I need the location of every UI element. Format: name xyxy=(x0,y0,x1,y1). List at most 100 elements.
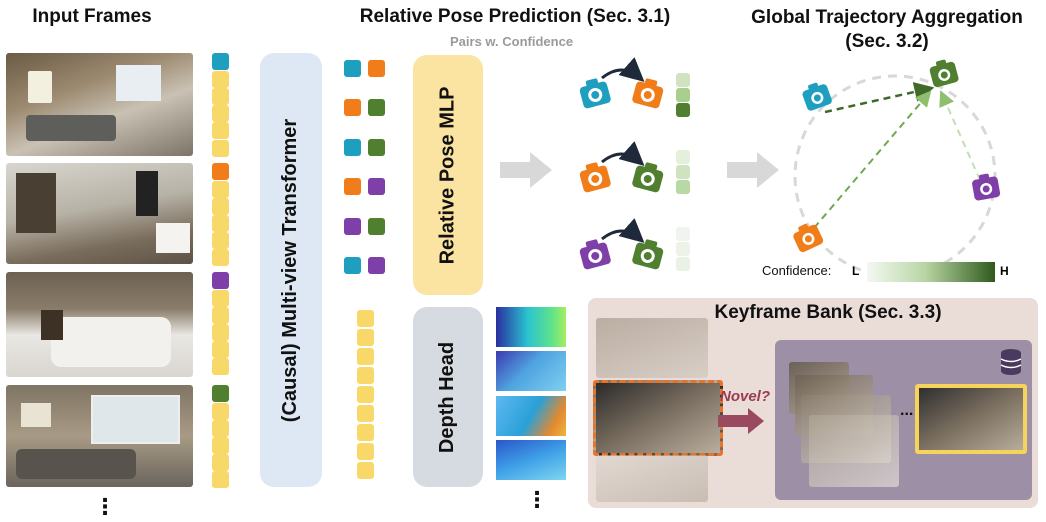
global-trajectory-title-line2: (Sec. 3.2) xyxy=(845,31,929,52)
camera-teal-icon xyxy=(577,75,612,110)
input-frame-3 xyxy=(6,272,193,377)
relation-arrow-icon xyxy=(601,57,645,82)
token xyxy=(212,122,229,139)
pair-token-purple xyxy=(368,178,385,195)
token xyxy=(212,249,229,266)
more-depth-ellipsis: ⋮ xyxy=(526,487,548,512)
novel-label: Novel? xyxy=(720,388,771,405)
global-trajectory-title-line1: Global Trajectory Aggregation xyxy=(751,7,1023,28)
depth-head-label: Depth Head xyxy=(436,341,459,453)
purple-green-edge xyxy=(939,90,981,181)
depth-map-2 xyxy=(496,351,566,391)
token xyxy=(212,105,229,122)
depth-token xyxy=(357,424,374,441)
keyframe-bank-panel: Keyframe Bank (Sec. 3.3) Novel? ... xyxy=(588,298,1038,508)
relative-pose-title: Relative Pose Prediction (Sec. 3.1) xyxy=(359,6,671,27)
token xyxy=(212,232,229,249)
pair-token-purple xyxy=(368,257,385,274)
database-icon xyxy=(1000,349,1022,375)
global-trajectory-title: Global Trajectory Aggregation (Sec. 3.2) xyxy=(722,6,1046,54)
token xyxy=(212,420,229,437)
depth-map-4 xyxy=(496,440,566,480)
camera-orange-icon xyxy=(631,75,666,110)
depth-token xyxy=(357,329,374,346)
input-frame-1 xyxy=(6,53,193,156)
token xyxy=(212,454,229,471)
pair-token-orange xyxy=(344,99,361,116)
input-frame-4 xyxy=(6,385,193,487)
pair-token-green xyxy=(368,99,385,116)
token xyxy=(212,140,229,157)
candidate-frame-current xyxy=(593,380,723,456)
pair-token-orange xyxy=(344,178,361,195)
depth-token xyxy=(357,310,374,327)
flow-arrow-icon xyxy=(727,152,779,188)
confidence-low-label: L xyxy=(852,264,860,278)
flow-arrow-icon xyxy=(500,152,552,188)
keyframe-bank-title: Keyframe Bank (Sec. 3.3) xyxy=(714,302,942,323)
token xyxy=(212,341,229,358)
relative-pose-mlp-label: Relative Pose MLP xyxy=(436,86,459,264)
orange-green-edge xyxy=(813,90,932,229)
camera-teal-icon xyxy=(799,79,833,112)
trajectory-circle xyxy=(793,74,997,278)
pairs-confidence-subtitle: Pairs w. Confidence xyxy=(450,34,574,49)
camera-orange-icon xyxy=(577,159,612,194)
token xyxy=(212,471,229,488)
confidence-gradient-bar xyxy=(867,262,995,282)
pair-token-teal xyxy=(344,60,361,77)
multiview-transformer-block: (Causal) Multi-view Transformer xyxy=(260,53,322,487)
token xyxy=(212,71,229,88)
depth-map-1 xyxy=(496,307,566,347)
teal-green-edge xyxy=(824,82,935,114)
input-frames-title: Input Frames xyxy=(32,6,152,27)
confidence-cell xyxy=(676,150,690,164)
trajectory-graph xyxy=(790,57,1001,278)
keyframe-image xyxy=(809,415,899,487)
token-orange xyxy=(212,163,229,180)
candidate-frame-top xyxy=(596,318,708,378)
confidence-high-label: H xyxy=(1000,264,1009,278)
keyframe-ellipsis: ... xyxy=(900,402,914,419)
confidence-legend-label: Confidence: xyxy=(762,263,832,278)
novel-arrow-icon xyxy=(718,408,764,434)
token xyxy=(212,437,229,454)
camera-purple-icon xyxy=(577,236,612,271)
depth-head-block: Depth Head xyxy=(413,307,483,487)
camera-pairs xyxy=(577,57,666,271)
pair-token-purple xyxy=(344,218,361,235)
token xyxy=(212,403,229,420)
camera-green-icon xyxy=(927,57,960,88)
depth-token xyxy=(357,443,374,460)
depth-token xyxy=(357,386,374,403)
confidence-cell xyxy=(676,257,690,271)
confidence-cell xyxy=(676,180,690,194)
pair-token-green xyxy=(368,218,385,235)
confidence-cell xyxy=(676,88,690,102)
token xyxy=(212,181,229,198)
relative-pose-mlp-block: Relative Pose MLP xyxy=(413,55,483,295)
token xyxy=(212,358,229,375)
token xyxy=(212,88,229,105)
depth-token xyxy=(357,462,374,479)
keyframe-new-entry xyxy=(915,384,1027,454)
confidence-cell xyxy=(676,242,690,256)
camera-green-icon xyxy=(631,236,666,271)
token xyxy=(212,198,229,215)
token xyxy=(212,215,229,232)
keyframe-stack-panel: ... xyxy=(775,340,1032,500)
token xyxy=(212,324,229,341)
multiview-transformer-label: (Causal) Multi-view Transformer xyxy=(279,118,302,422)
more-frames-ellipsis: ⋮ xyxy=(94,494,116,519)
depth-map-3 xyxy=(496,396,566,436)
depth-token xyxy=(357,348,374,365)
input-frame-2 xyxy=(6,163,193,264)
confidence-cell xyxy=(676,103,690,117)
depth-token xyxy=(357,367,374,384)
relation-arrow-icon xyxy=(601,218,645,243)
camera-green-icon xyxy=(631,159,666,194)
confidence-cell xyxy=(676,73,690,87)
candidate-frame-bottom xyxy=(596,455,708,502)
confidence-cell xyxy=(676,227,690,241)
camera-orange-icon xyxy=(790,219,825,254)
